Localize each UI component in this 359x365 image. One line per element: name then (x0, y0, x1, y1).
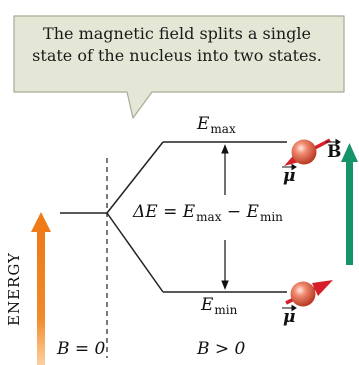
b-zero-label: B = 0 (57, 339, 105, 359)
callout-line-2: state of the nucleus into two states. (18, 45, 336, 67)
split-lower-branch (107, 213, 163, 292)
mu-bottom-label: μ (283, 307, 295, 327)
callout-line-1: The magnetic field splits a single (18, 23, 336, 45)
e-max-label: Emax (197, 114, 236, 134)
b-vector-label: B (327, 142, 341, 162)
mu-top-label: μ (283, 166, 295, 186)
nucleus-bottom (286, 280, 333, 307)
callout-text: The magnetic field splits a single state… (18, 23, 336, 67)
e-min-label: Emin (201, 295, 237, 315)
energy-axis-label: ENERGY (5, 249, 23, 329)
b-positive-label: B > 0 (197, 339, 245, 359)
nucleus-top (284, 140, 330, 167)
b-field-arrow (341, 143, 358, 265)
delta-e-equation: ΔE = Emax − Emin (132, 202, 284, 222)
energy-axis-arrow (31, 212, 51, 365)
